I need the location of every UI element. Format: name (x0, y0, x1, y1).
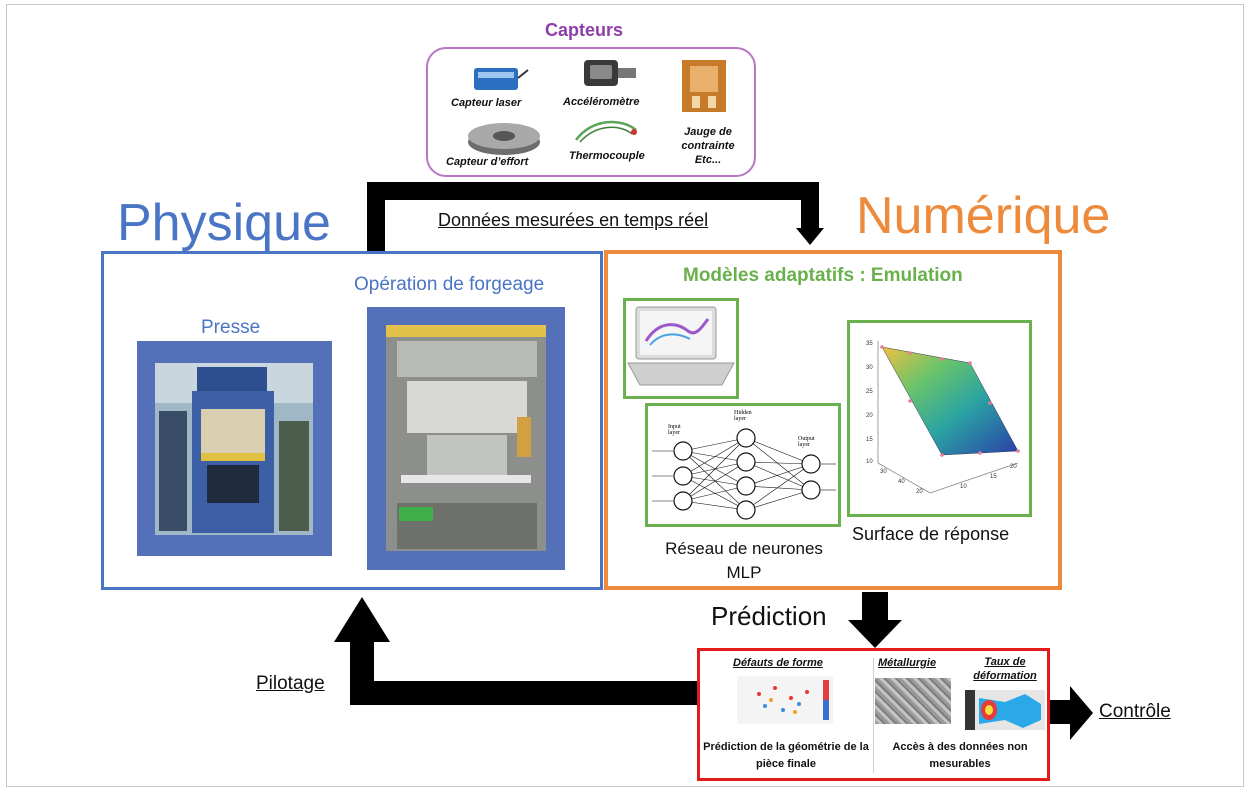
sensors-title: Capteurs (545, 20, 624, 40)
unmeasurable-data-text: Accès à des données non mesurables (892, 741, 1028, 770)
output-layer-label: Output (798, 436, 815, 442)
thermocouple-label: Thermocouple (569, 150, 645, 162)
response-surface-box: 35 30 25 20 15 10 30 40 20 10 15 20 (847, 320, 1032, 517)
svg-text:15: 15 (866, 437, 873, 443)
neural-network-label: Réseau de neurones MLP (665, 539, 823, 582)
control-label: Contrôle (1099, 701, 1171, 722)
physical-heading: Physique (117, 194, 331, 252)
digital-box (604, 250, 1062, 590)
piloting-label: Pilotage (256, 673, 325, 694)
svg-text:20: 20 (866, 413, 873, 419)
laptop-icon (627, 306, 735, 386)
laptop-box (623, 298, 739, 399)
outputs-divider (873, 658, 874, 773)
svg-text:15: 15 (990, 474, 997, 480)
press-label: Presse (201, 317, 261, 338)
piloting-arrowhead (334, 597, 390, 642)
physical-box (101, 251, 603, 590)
figure-frame (6, 4, 1244, 787)
svg-text:layer: layer (668, 430, 680, 436)
digital-heading: Numérique (856, 187, 1111, 245)
accelerometer-icon (584, 60, 636, 86)
force-sensor-label: Capteur d’effort (446, 156, 529, 168)
control-arrow-shaft (1050, 700, 1072, 724)
response-surface-plot: 35 30 25 20 15 10 30 40 20 10 15 20 (866, 341, 1020, 495)
hidden-layer-label: Hidden (734, 410, 752, 416)
prediction-arrow-shaft (862, 592, 888, 622)
sensors-box (426, 47, 756, 177)
svg-text:20: 20 (916, 489, 923, 495)
geometry-prediction-text: Prédiction de la géométrie de la pièce f… (703, 741, 869, 770)
svg-text:10: 10 (866, 459, 873, 465)
control-arrowhead (1070, 686, 1093, 740)
metallurgy-micrograph (875, 678, 951, 724)
strain-rate-title: Taux de déformation (973, 656, 1037, 682)
svg-text:40: 40 (898, 479, 905, 485)
press-photo (137, 341, 332, 556)
svg-text:layer: layer (798, 442, 810, 448)
thermocouple-icon (574, 120, 637, 143)
metallurgy-title: Métallurgie (878, 657, 937, 669)
laser-sensor-icon (474, 68, 529, 90)
svg-text:25: 25 (866, 389, 873, 395)
shape-defects-plot (737, 676, 833, 724)
svg-text:35: 35 (866, 341, 873, 347)
force-sensor-icon (468, 123, 540, 155)
measured-data-arrow (367, 182, 819, 252)
response-surface-label: Surface de réponse (852, 524, 1010, 544)
strain-gauge-icon (682, 60, 726, 112)
forging-label: Opération de forgeage (354, 274, 545, 295)
svg-text:30: 30 (866, 365, 873, 371)
measured-data-arrowhead (796, 228, 824, 245)
accelerometer-label: Accéléromètre (563, 96, 640, 108)
strain-gauge-label: Jauge de contrainte Etc... (681, 126, 735, 166)
shape-defects-title: Défauts de forme (733, 657, 823, 669)
neural-network-diagram: Input layer Hidden layer Output layer (652, 410, 836, 520)
svg-text:20: 20 (1010, 464, 1017, 470)
svg-text:10: 10 (960, 484, 967, 490)
prediction-arrowhead (848, 620, 902, 648)
piloting-arrow (350, 640, 697, 705)
svg-text:layer: layer (734, 416, 746, 422)
prediction-label: Prédiction (711, 601, 827, 631)
response-surface (881, 346, 1019, 456)
svg-text:30: 30 (880, 469, 887, 475)
input-layer-label: Input (668, 424, 681, 430)
measured-data-label: Données mesurées en temps réel (438, 210, 709, 230)
models-title: Modèles adaptatifs : Emulation (683, 265, 963, 286)
outputs-box (697, 648, 1050, 781)
neural-network-box: Input layer Hidden layer Output layer (645, 403, 841, 527)
forging-photo (367, 307, 565, 570)
strain-rate-map (965, 690, 1045, 730)
laser-sensor-label: Capteur laser (451, 97, 522, 109)
